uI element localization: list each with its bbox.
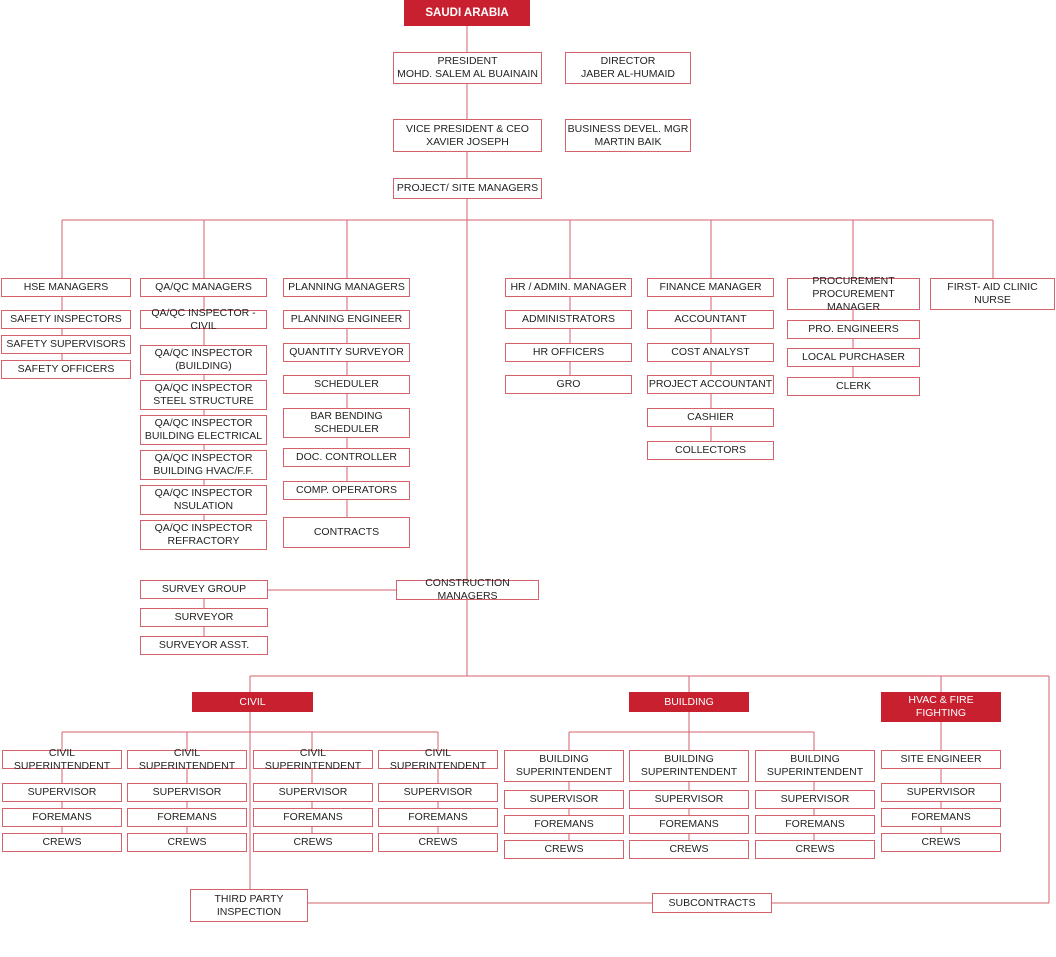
safety-supervisors-box: SAFETY SUPERVISORS [1, 335, 131, 354]
civil-supervisor-2: SUPERVISOR [127, 783, 247, 802]
president-box: PRESIDENT MOHD. SALEM AL BUAINAIN [393, 52, 542, 84]
building-foremans-1: FOREMANS [504, 815, 624, 834]
hr-admin-box: HR / ADMIN. MANAGER [505, 278, 632, 297]
pro-engineers-box: PRO. ENGINEERS [787, 320, 920, 339]
director-box: DIRECTOR JABER AL-HUMAID [565, 52, 691, 84]
construction-managers-box: CONSTRUCTION MANAGERS [396, 577, 539, 602]
project-accountant-box: PROJECT ACCOUNTANT [647, 375, 774, 394]
civil-foremans-1: FOREMANS [2, 808, 122, 827]
qaqc-steel-box: QA/QC INSPECTOR STEEL STRUCTURE [140, 380, 267, 410]
civil-supervisor-4: SUPERVISOR [378, 783, 498, 802]
surveyor-asst-box: SURVEYOR ASST. [140, 636, 268, 655]
clerk-box: CLERK [787, 377, 920, 396]
finance-manager-box: FINANCE MANAGER [647, 278, 774, 297]
building-crews-3: CREWS [755, 840, 875, 859]
civil-crews-1: CREWS [2, 833, 122, 852]
accountant-box: ACCOUNTANT [647, 310, 774, 329]
survey-group-box: SURVEY GROUP [140, 580, 268, 599]
business-dev-box: BUSINESS DEVEL. MGR MARTIN BAIK [565, 119, 691, 152]
first-aid-clinic-box: FIRST- AID CLINIC NURSE [930, 278, 1055, 310]
building-division-header: BUILDING [629, 692, 749, 712]
building-superintendent-3: BUILDING SUPERINTENDENT [755, 750, 875, 782]
civil-crews-2: CREWS [127, 833, 247, 852]
hse-managers-box: HSE MANAGERS [1, 278, 131, 297]
hvac-supervisor: SUPERVISOR [881, 783, 1001, 802]
civil-crews-3: CREWS [253, 833, 373, 852]
planning-engineer-box: PLANNING ENGINEER [283, 310, 410, 329]
civil-superintendent-4: CIVIL SUPERINTENDENT [378, 747, 498, 772]
building-crews-1: CREWS [504, 840, 624, 859]
civil-supervisor-1: SUPERVISOR [2, 783, 122, 802]
subcontracts-box: SUBCONTRACTS [652, 893, 772, 913]
cashier-box: CASHIER [647, 408, 774, 427]
country-title: SAUDI ARABIA [404, 0, 530, 26]
hr-officers-box: HR OFFICERS [505, 343, 632, 362]
civil-crews-4: CREWS [378, 833, 498, 852]
civil-superintendent-2: CIVIL SUPERINTENDENT [127, 747, 247, 772]
building-foremans-3: FOREMANS [755, 815, 875, 834]
doc-controller-box: DOC. CONTROLLER [283, 448, 410, 467]
third-party-inspection-box: THIRD PARTY INSPECTION [190, 889, 308, 922]
civil-foremans-2: FOREMANS [127, 808, 247, 827]
quantity-surveyor-box: QUANTITY SURVEYOR [283, 343, 410, 362]
administrators-box: ADMINISTRATORS [505, 310, 632, 329]
qaqc-building-box: QA/QC INSPECTOR (BUILDING) [140, 345, 267, 375]
project-site-managers-box: PROJECT/ SITE MANAGERS [393, 178, 542, 199]
building-superintendent-2: BUILDING SUPERINTENDENT [629, 750, 749, 782]
bar-bending-box: BAR BENDING SCHEDULER [283, 408, 410, 438]
local-purchaser-box: LOCAL PURCHASER [787, 348, 920, 367]
gro-box: GRO [505, 375, 632, 394]
collectors-box: COLLECTORS [647, 441, 774, 460]
safety-officers-box: SAFETY OFFICERS [1, 360, 131, 379]
building-foremans-2: FOREMANS [629, 815, 749, 834]
qaqc-civil-box: QA/QC INSPECTOR - CIVIL [140, 307, 267, 332]
qaqc-managers-box: QA/QC MANAGERS [140, 278, 267, 297]
surveyor-box: SURVEYOR [140, 608, 268, 627]
procurement-manager-box: PROCUREMENT PROCUREMENT MANAGER [787, 275, 920, 313]
civil-foremans-3: FOREMANS [253, 808, 373, 827]
building-supervisor-2: SUPERVISOR [629, 790, 749, 809]
civil-division-header: CIVIL [192, 692, 313, 712]
hvac-crews: CREWS [881, 833, 1001, 852]
building-crews-2: CREWS [629, 840, 749, 859]
safety-inspectors-box: SAFETY INSPECTORS [1, 310, 131, 329]
civil-supervisor-3: SUPERVISOR [253, 783, 373, 802]
building-supervisor-3: SUPERVISOR [755, 790, 875, 809]
qaqc-refractory-box: QA/QC INSPECTOR REFRACTORY [140, 520, 267, 550]
hvac-division-header: HVAC & FIRE FIGHTING [881, 692, 1001, 722]
scheduler-box: SCHEDULER [283, 375, 410, 394]
qaqc-hvac-box: QA/QC INSPECTOR BUILDING HVAC/F.F. [140, 450, 267, 480]
hvac-foremans: FOREMANS [881, 808, 1001, 827]
qaqc-electrical-box: QA/QC INSPECTOR BUILDING ELECTRICAL [140, 415, 267, 445]
contracts-box: CONTRACTS [283, 517, 410, 548]
comp-operators-box: COMP. OPERATORS [283, 481, 410, 500]
building-superintendent-1: BUILDING SUPERINTENDENT [504, 750, 624, 782]
qaqc-insulation-box: QA/QC INSPECTOR NSULATION [140, 485, 267, 515]
civil-superintendent-3: CIVIL SUPERINTENDENT [253, 747, 373, 772]
vp-ceo-box: VICE PRESIDENT & CEO XAVIER JOSEPH [393, 119, 542, 152]
civil-foremans-4: FOREMANS [378, 808, 498, 827]
building-supervisor-1: SUPERVISOR [504, 790, 624, 809]
site-engineer-box: SITE ENGINEER [881, 750, 1001, 769]
planning-managers-box: PLANNING MANAGERS [283, 278, 410, 297]
civil-superintendent-1: CIVIL SUPERINTENDENT [2, 747, 122, 772]
cost-analyst-box: COST ANALYST [647, 343, 774, 362]
